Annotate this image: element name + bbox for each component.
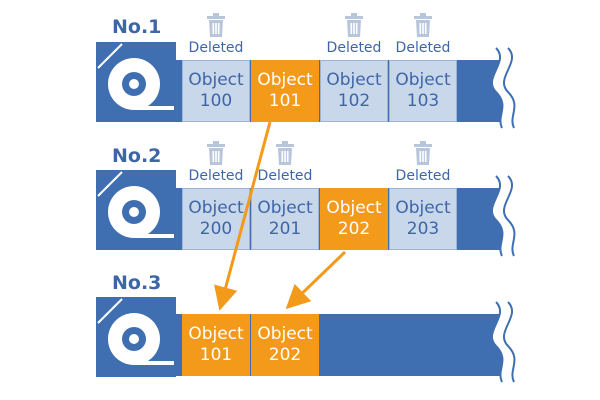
object-id: 101 — [268, 91, 302, 111]
trash-icon — [207, 141, 225, 165]
object-label: Object — [326, 198, 382, 218]
object-label: Object — [257, 198, 313, 218]
object-id: 101 — [199, 345, 233, 365]
object-id: 200 — [199, 219, 233, 239]
object-id: 201 — [268, 219, 302, 239]
deleted-label: Deleted — [395, 168, 451, 184]
object-label: Object — [188, 198, 244, 218]
deleted-label: Deleted — [326, 40, 382, 56]
tape-cartridge-icon — [96, 297, 176, 377]
tape-label-no2: No.2 — [112, 145, 162, 167]
object-label: Object — [326, 70, 382, 90]
trash-icon — [414, 141, 432, 165]
object-id: 103 — [406, 91, 440, 111]
tape-break-mark — [490, 175, 600, 257]
object-label: Object — [257, 324, 313, 344]
deleted-label: Deleted — [395, 40, 451, 56]
tape-label-no3: No.3 — [112, 272, 162, 294]
tape-cartridge-icon — [96, 170, 176, 250]
object-label: Object — [188, 324, 244, 344]
object-id: 202 — [337, 219, 371, 239]
copy-arrow — [285, 250, 347, 310]
tape-label-no1: No.1 — [112, 16, 162, 38]
trash-icon — [276, 141, 294, 165]
object-label: Object — [188, 70, 244, 90]
tape-cartridge-icon — [96, 42, 176, 122]
deleted-label: Deleted — [257, 168, 313, 184]
trash-icon — [345, 13, 363, 37]
deleted-label: Deleted — [188, 168, 244, 184]
copy-arrow — [214, 121, 272, 311]
tape-break-mark — [490, 301, 600, 383]
object-label: Object — [257, 70, 313, 90]
object-label: Object — [395, 198, 451, 218]
object-id: 100 — [199, 91, 233, 111]
object-label: Object — [395, 70, 451, 90]
object-id: 102 — [337, 91, 371, 111]
trash-icon — [414, 13, 432, 37]
object-id: 202 — [268, 345, 302, 365]
tape-break-mark — [490, 47, 600, 129]
trash-icon — [207, 13, 225, 37]
deleted-label: Deleted — [188, 40, 244, 56]
object-id: 203 — [406, 219, 440, 239]
